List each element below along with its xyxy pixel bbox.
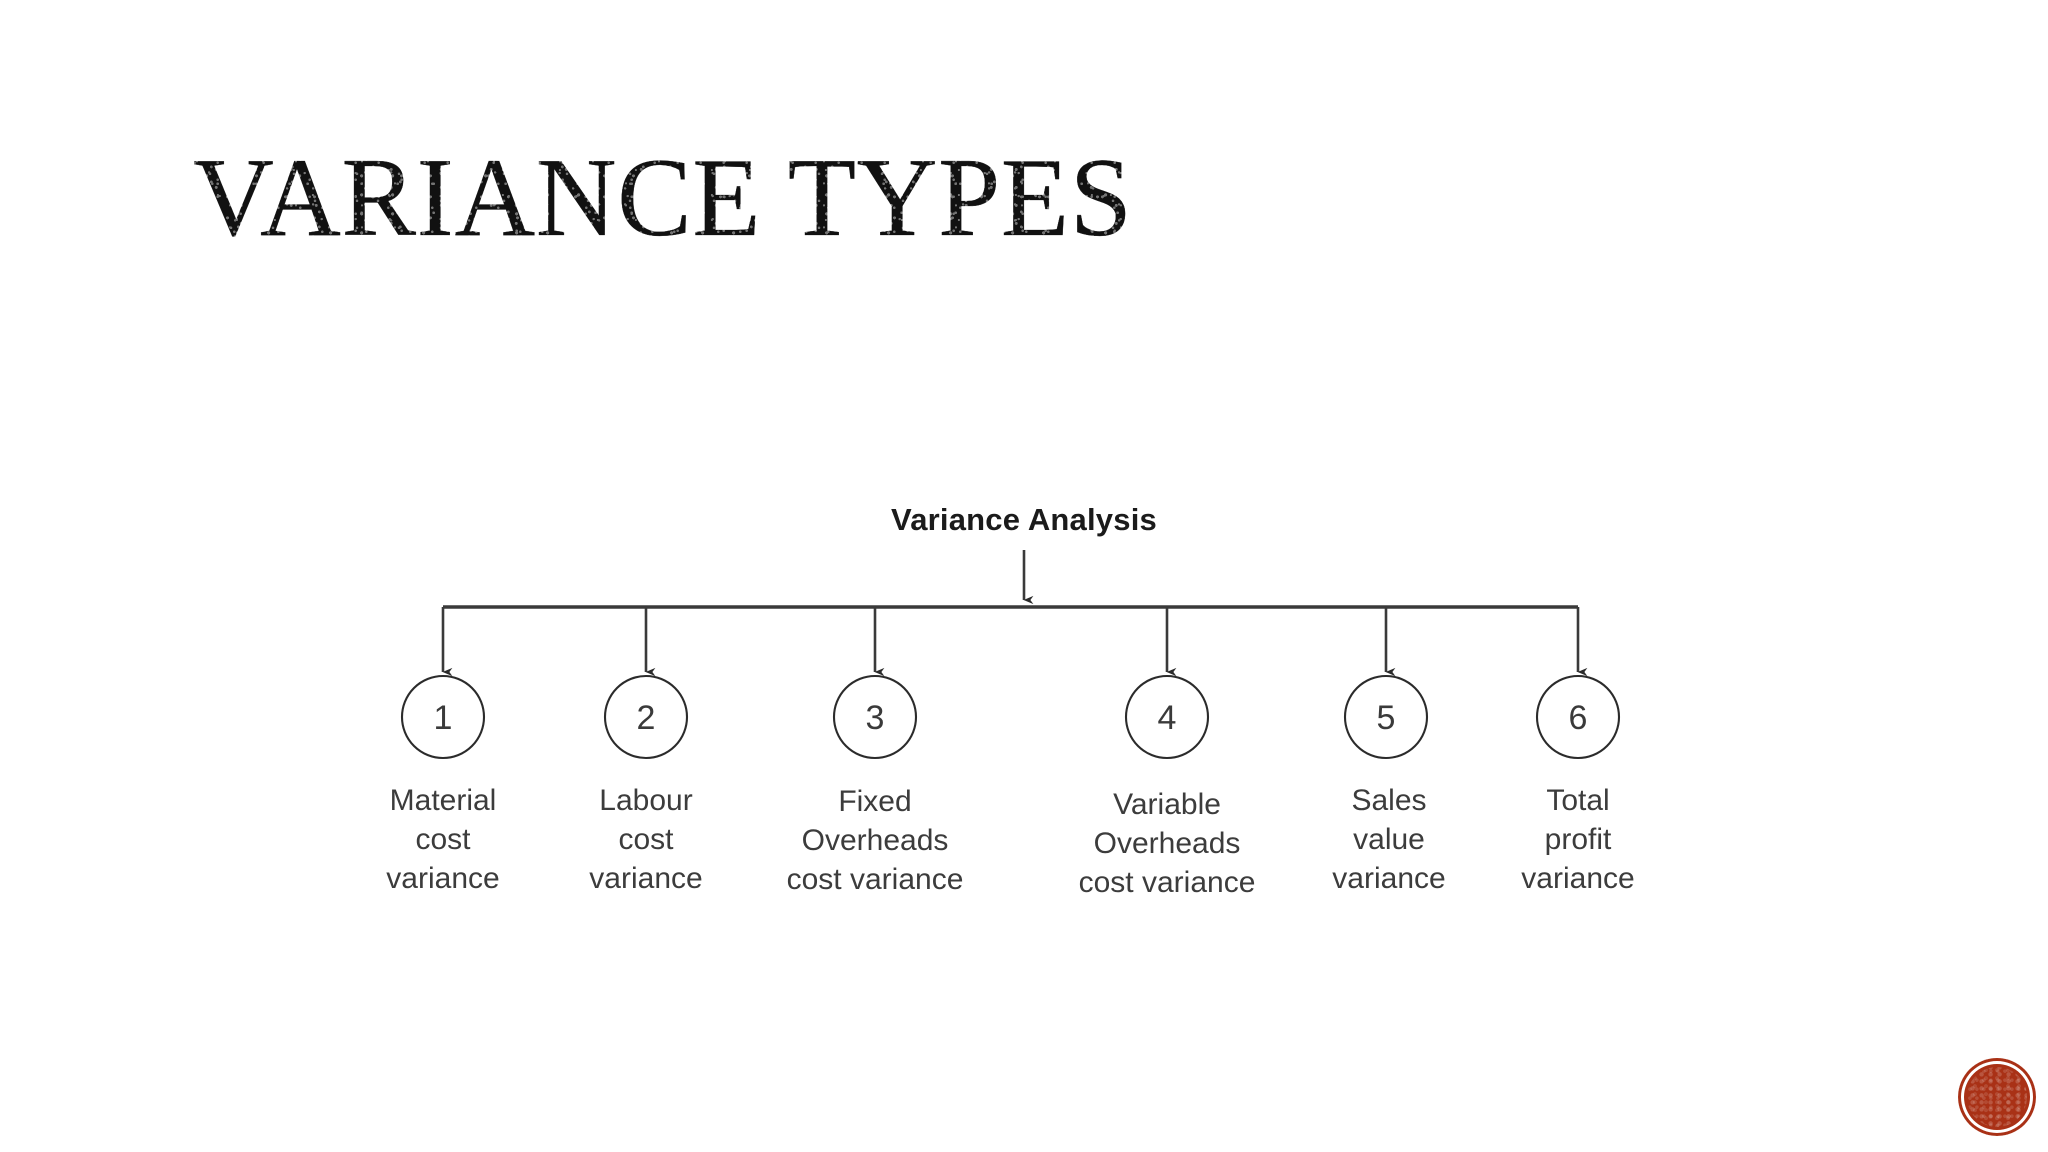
node-circle-1[interactable] bbox=[400, 674, 486, 760]
node-label-6-line-1: Total bbox=[1546, 784, 1609, 817]
node-label-1-line-3: variance bbox=[386, 862, 499, 895]
node-label-1-line-2: cost bbox=[415, 823, 471, 856]
node-number-3: 3 bbox=[866, 699, 885, 737]
node-number-1: 1 bbox=[434, 699, 453, 737]
node-label-3-line-2: Overheads bbox=[802, 824, 949, 857]
node-circle-2[interactable] bbox=[603, 674, 689, 760]
branch-1: 1 Material cost variance bbox=[386, 607, 500, 895]
circular-seal-logo bbox=[1958, 1058, 2036, 1136]
node-label-3-line-1: Fixed bbox=[838, 785, 911, 818]
node-circle-5[interactable] bbox=[1343, 674, 1429, 760]
node-label-4-line-2: Overheads bbox=[1094, 827, 1241, 860]
node-number-5: 5 bbox=[1377, 699, 1396, 737]
node-circle-6[interactable] bbox=[1535, 674, 1621, 760]
node-number-4: 4 bbox=[1158, 699, 1177, 737]
branch-6: 6 Total profit variance bbox=[1521, 607, 1635, 895]
node-label-1-line-1: Material bbox=[390, 784, 497, 817]
node-label-5-line-1: Sales bbox=[1351, 784, 1426, 817]
node-circle-3[interactable] bbox=[832, 674, 918, 760]
node-label-2-line-1: Labour bbox=[599, 784, 692, 817]
node-label-3-line-3: cost variance bbox=[787, 863, 964, 896]
node-label-2-line-2: cost bbox=[618, 823, 674, 856]
node-label-5-line-3: variance bbox=[1332, 862, 1445, 895]
diagram-root-label: Variance Analysis bbox=[891, 502, 1157, 537]
branch-2: 2 Labour cost variance bbox=[589, 607, 703, 895]
branch-5: 5 Sales value variance bbox=[1332, 607, 1446, 895]
node-label-2-line-3: variance bbox=[589, 862, 702, 895]
node-label-4-line-1: Variable bbox=[1113, 788, 1221, 821]
branch-3: 3 Fixed Overheads cost variance bbox=[787, 607, 964, 896]
node-number-6: 6 bbox=[1569, 699, 1588, 737]
node-label-5-line-2: value bbox=[1353, 823, 1425, 856]
node-circle-4[interactable] bbox=[1124, 674, 1210, 760]
page-title: Variance Types bbox=[193, 136, 1133, 260]
node-number-2: 2 bbox=[637, 699, 656, 737]
node-label-6-line-2: profit bbox=[1545, 823, 1612, 856]
node-label-6-line-3: variance bbox=[1521, 862, 1634, 895]
branch-4: 4 Variable Overheads cost variance bbox=[1079, 607, 1256, 899]
node-label-4-line-3: cost variance bbox=[1079, 866, 1256, 899]
